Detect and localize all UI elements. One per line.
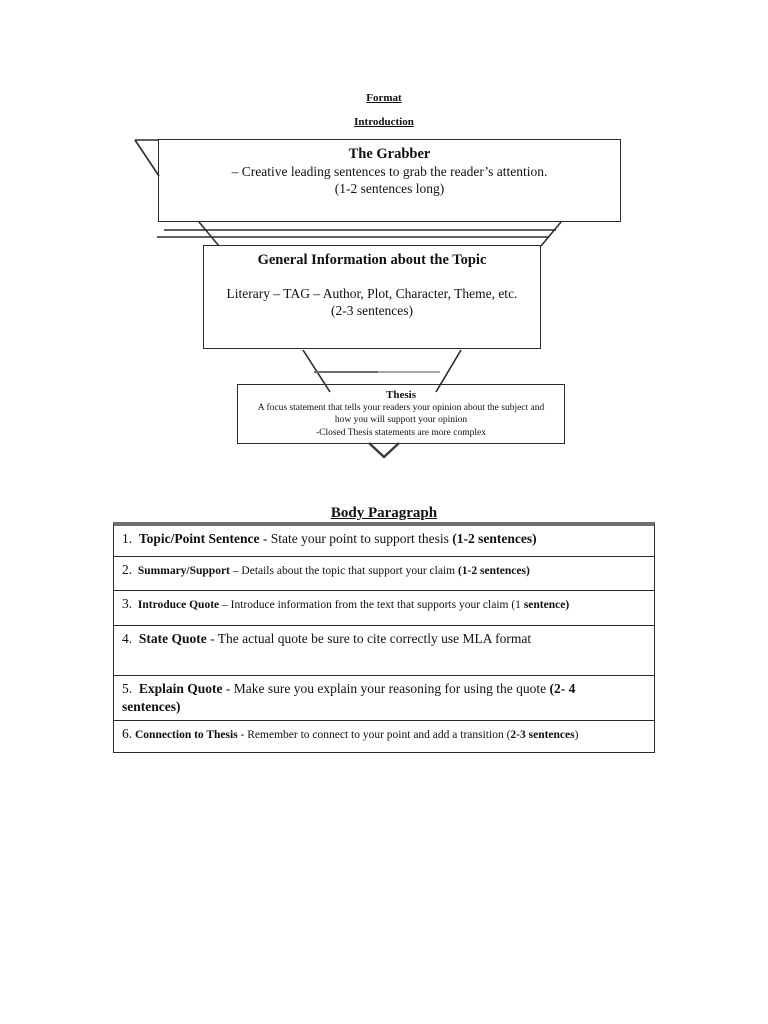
table-row: 4. State Quote - The actual quote be sur… [114,626,654,676]
heading-format: Format [366,92,402,104]
general-info-line-2: (2-3 sentences) [330,303,414,318]
flag-banner-shape [134,139,160,177]
general-info-box: General Information about the Topic Lite… [203,245,541,349]
general-info-title: General Information about the Topic [257,252,487,268]
grabber-line-1: – Creative leading sentences to grab the… [231,164,548,179]
thesis-box: Thesis A focus statement that tells your… [237,384,565,444]
body-paragraph-heading: Body Paragraph [330,505,438,521]
table-row: 2. Summary/Support – Details about the t… [114,557,654,591]
heading-introduction: Introduction [354,116,414,128]
table-row: 1. Topic/Point Sentence - State your poi… [114,526,654,557]
grabber-line-2: (1-2 sentences long) [334,181,445,196]
thesis-line-1: A focus statement that tells your reader… [257,402,545,413]
funnel-band-1 [157,221,562,247]
table-row: 6. Connection to Thesis - Remember to co… [122,726,579,741]
body-paragraph-table: 1. Topic/Point Sentence - State your poi… [113,522,655,753]
general-info-line-1: Literary – TAG – Author, Plot, Character… [226,286,518,301]
grabber-title: The Grabber [348,146,431,162]
table-row: 3. Introduce Quote – Introduce informati… [114,591,654,626]
thesis-line-2: how you will support your opinion [334,415,468,425]
thesis-line-3: -Closed Thesis statements are more compl… [316,427,486,438]
thesis-title: Thesis [386,389,416,401]
down-chevron-icon [368,442,400,459]
grabber-box: The Grabber – Creative leading sentences… [158,139,621,222]
table-row: 5. Explain Quote - Make sure you explain… [114,676,654,721]
